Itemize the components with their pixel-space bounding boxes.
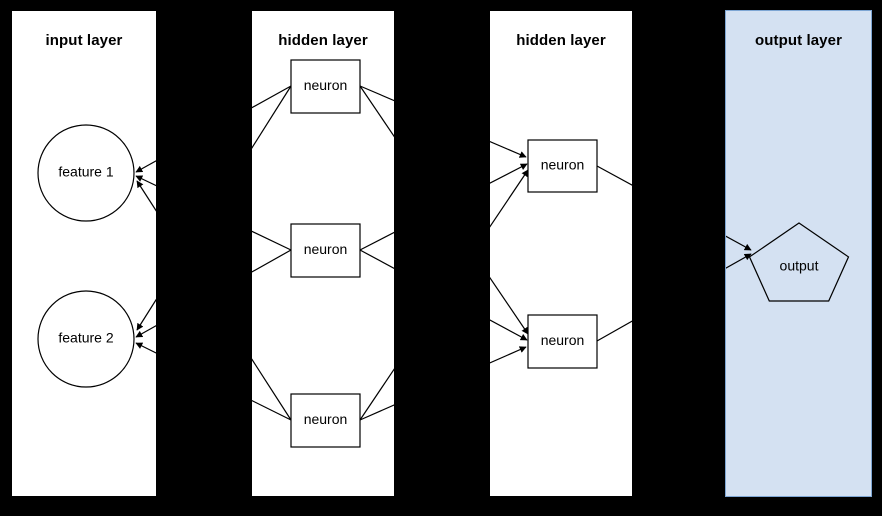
layer-title-input-layer: input layer <box>45 32 123 49</box>
layer-panel-hidden-layer-2[interactable] <box>489 10 633 497</box>
layer-title-output-layer: output layer <box>754 32 843 49</box>
layer-panel-input-layer[interactable] <box>11 10 157 497</box>
layer-panel-output-layer[interactable] <box>725 10 872 497</box>
edge-lines-group <box>135 85 752 421</box>
layer-title-hidden-layer-1: hidden layer <box>278 32 368 49</box>
layer-title-hidden-layer-2: hidden layer <box>516 32 606 49</box>
layer-panel-hidden-layer-1[interactable] <box>251 10 395 497</box>
